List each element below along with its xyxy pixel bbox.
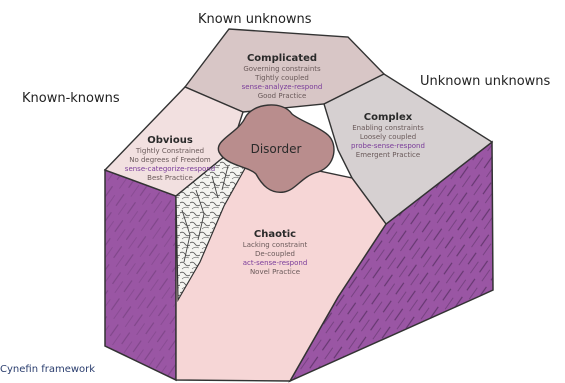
complicated-line-1: Governing constraints — [243, 65, 321, 73]
complicated-line-2: Tightly coupled — [254, 74, 309, 82]
obvious-line-1: Tightly Constrained — [135, 147, 204, 155]
complicated-line-3: sense-analyze-respond — [242, 83, 323, 91]
caption: Cynefin framework — [0, 364, 95, 375]
chaotic-title: Chaotic — [254, 229, 296, 240]
complex-line-1: Enabling constraints — [352, 124, 424, 132]
obvious-title: Obvious — [147, 135, 193, 146]
complex-line-3: probe-sense-respond — [351, 142, 425, 150]
complex-line-2: Loosely coupled — [360, 133, 416, 141]
complex-title: Complex — [364, 112, 413, 123]
complicated-line-4: Good Practice — [258, 92, 307, 100]
chaotic-line-3: act-sense-respond — [243, 259, 308, 267]
obvious-line-4: Best Practice — [147, 174, 193, 182]
obvious-line-2: No degrees of Freedom — [129, 156, 211, 164]
chaotic-line-1: Lacking constraint — [243, 241, 308, 249]
disorder-title: Disorder — [251, 142, 302, 156]
chaotic-line-4: Novel Practice — [250, 268, 300, 276]
obvious-line-3: sense-categorize-respond — [125, 165, 215, 173]
complicated-title: Complicated — [247, 53, 317, 64]
complex-line-4: Emergent Practice — [356, 151, 420, 159]
chaotic-line-2: De-coupled — [255, 250, 295, 258]
